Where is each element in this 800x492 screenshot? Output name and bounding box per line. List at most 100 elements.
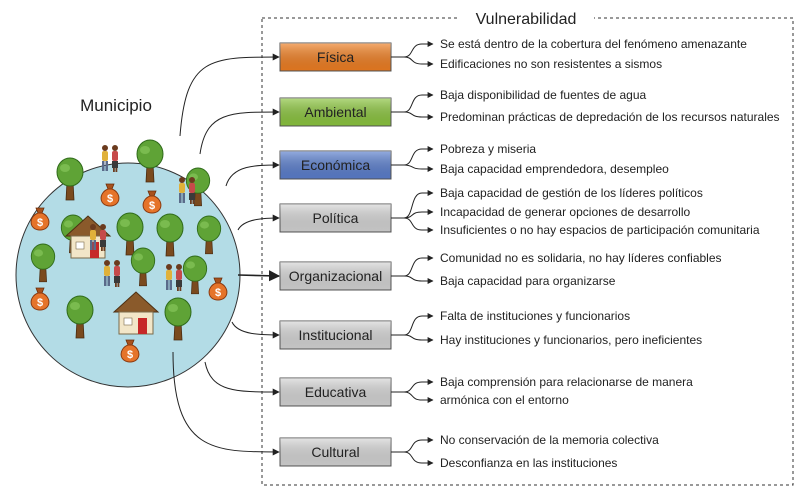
category-label-cultural: Cultural: [311, 444, 359, 460]
connector-institucional: [231, 321, 280, 339]
item-arrow-economica-0: [403, 146, 434, 166]
item-text-politica-1: Incapacidad de generar opciones de desar…: [440, 205, 690, 219]
item-text-fisica-1: Edificaciones no son resistentes a sismo…: [440, 57, 662, 71]
category-box-shade-fisica: [280, 43, 391, 71]
money-bag-icon: $: [120, 339, 140, 363]
money-bag-icon: $: [100, 183, 120, 207]
item-text-economica-0: Pobreza y miseria: [440, 142, 536, 156]
category-label-ambiental: Ambiental: [304, 104, 366, 120]
item-text-economica-1: Baja capacidad emprendedora, desempleo: [440, 162, 669, 176]
item-text-fisica-0: Se está dentro de la cobertura del fenóm…: [440, 37, 747, 51]
money-bag-icon: $: [30, 287, 50, 311]
connector-ambiental: [199, 108, 280, 155]
people-icon: [90, 224, 106, 251]
connector-lines: [172, 53, 281, 456]
item-arrow-politica-0: [403, 190, 434, 219]
category-box-shade-institucional: [280, 321, 391, 349]
tree-icon: [164, 297, 192, 341]
category-organizacional: Organizacional Comunidad no es solidaria,…: [279, 251, 722, 291]
item-text-politica-2: Insuficientes o no hay espacios de parti…: [440, 223, 760, 237]
item-arrow-ambiental-1: [403, 111, 434, 120]
item-arrow-ambiental-0: [403, 92, 434, 113]
svg-text:$: $: [127, 349, 133, 361]
item-text-cultural-1: Desconfianza en las instituciones: [440, 456, 617, 470]
tree-icon: [182, 255, 208, 295]
tree-icon: [30, 243, 56, 283]
item-text-ambiental-1: Predominan prácticas de depredación de l…: [440, 110, 780, 124]
svg-text:$: $: [37, 297, 43, 309]
tree-icon: [56, 157, 84, 201]
category-educativa: Educativa Baja comprensión para relaciona…: [279, 375, 693, 407]
categories-group: Física Se está dentro de la cobertura del…: [279, 37, 780, 470]
item-arrow-politica-2: [403, 217, 434, 233]
svg-text:$: $: [149, 200, 155, 212]
svg-text:$: $: [37, 217, 43, 229]
item-text-ambiental-0: Baja disponibilidad de fuentes de agua: [440, 88, 646, 102]
item-text-educativa-0: Baja comprensión para relacionarse de ma…: [440, 375, 693, 407]
connector-cultural: [172, 351, 280, 456]
category-label-organizacional: Organizacional: [289, 268, 382, 284]
municipality-label: Municipio: [80, 96, 152, 115]
municipality-illustrations: $ $ $ $ $ $: [30, 139, 228, 363]
item-arrow-fisica-0: [403, 41, 434, 58]
tree-icon: [196, 215, 222, 255]
title-mask: [458, 8, 594, 28]
item-text-institucional-1: Hay instituciones y funcionarios, pero i…: [440, 333, 702, 347]
item-arrow-fisica-1: [403, 56, 434, 67]
category-box-shade-educativa: [280, 378, 391, 406]
item-arrow-educativa-1: [403, 391, 434, 403]
category-box-shade-cultural: [280, 438, 391, 466]
diagram-title: Vulnerabilidad: [476, 11, 577, 28]
item-arrow-institucional-1: [403, 334, 434, 343]
category-label-economica: Económica: [301, 157, 370, 173]
money-bag-icon: $: [208, 277, 228, 301]
category-fisica: Física Se está dentro de la cobertura del…: [279, 37, 747, 72]
category-label-institucional: Institucional: [299, 327, 373, 343]
svg-text:$: $: [215, 287, 221, 299]
svg-text:$: $: [107, 193, 113, 205]
category-label-fisica: Física: [317, 49, 355, 65]
item-text-institucional-0: Falta de instituciones y funcionarios: [440, 309, 630, 323]
category-label-educativa: Educativa: [305, 384, 367, 400]
people-icon: [104, 260, 120, 287]
tree-icon: [156, 213, 184, 257]
people-icon: [166, 264, 182, 291]
connector-politica: [237, 214, 280, 231]
money-bag-icon: $: [142, 190, 162, 214]
item-arrow-cultural-1: [403, 451, 434, 466]
connector-economica: [225, 161, 280, 187]
category-label-politica: Política: [313, 210, 359, 226]
item-arrow-economica-1: [403, 164, 434, 172]
people-icon: [102, 145, 118, 172]
item-text-cultural-0: No conservación de la memoria colectiva: [440, 433, 659, 447]
connector-organizacional: [237, 270, 281, 282]
money-bag-icon: $: [30, 207, 50, 231]
connector-fisica: [179, 53, 280, 137]
category-ambiental: Ambiental Baja disponibilidad de fuentes …: [279, 88, 780, 127]
item-arrow-organizacional-0: [403, 255, 434, 277]
item-text-politica-0: Baja capacidad de gestión de los líderes…: [440, 186, 703, 200]
people-icon: [179, 177, 195, 204]
house-icon: [112, 291, 160, 335]
category-cultural: Cultural No conservación de la memoria co…: [279, 433, 659, 470]
category-box-shade-organizacional: [280, 262, 391, 290]
connector-educativa: [204, 361, 280, 396]
tree-icon: [116, 212, 144, 256]
category-box-shade-economica: [280, 151, 391, 179]
tree-icon: [66, 295, 94, 339]
tree-icon: [130, 247, 156, 287]
item-text-organizacional-0: Comunidad no es solidaria, no hay lídere…: [440, 251, 722, 265]
item-arrow-cultural-0: [403, 437, 434, 453]
category-box-shade-ambiental: [280, 98, 391, 126]
category-politica: Política Baja capacidad de gestión de los…: [279, 186, 760, 237]
category-institucional: Institucional Falta de instituciones y fu…: [279, 309, 702, 350]
item-arrow-politica-1: [403, 209, 434, 219]
category-box-shade-politica: [280, 204, 391, 232]
item-text-organizacional-1: Baja capacidad para organizarse: [440, 274, 616, 288]
tree-icon: [136, 139, 164, 183]
item-arrow-institucional-0: [403, 313, 434, 336]
item-arrow-organizacional-1: [403, 275, 434, 284]
item-arrow-educativa-0: [403, 379, 434, 393]
